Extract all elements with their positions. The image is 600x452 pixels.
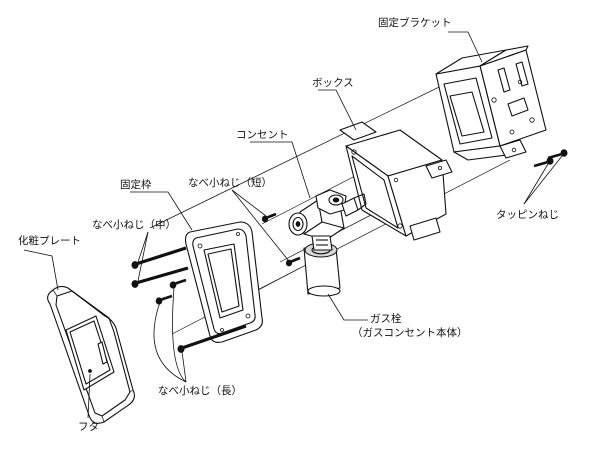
leader-lines: [23, 31, 563, 419]
label-gas-valve-sub: （ガスコンセント本体）: [352, 326, 468, 339]
label-screw-long: なべ小ねじ（長）: [158, 385, 242, 397]
pan-screw-small-1: [169, 278, 187, 289]
label-frame: 固定枠: [120, 178, 152, 191]
pan-screw-mid-1: [131, 246, 187, 269]
box: [339, 121, 453, 241]
label-outlet: コンセント: [236, 129, 289, 141]
tapping-screw-1: [533, 157, 554, 168]
fixing-frame: [184, 221, 263, 343]
label-lid: フタ: [78, 421, 99, 433]
pan-screw-short-2: [285, 256, 301, 267]
gas-outlet-body: [288, 189, 367, 297]
pan-screw-mid-2: [131, 266, 189, 288]
label-screw-short: なべ小ねじ（短）: [188, 176, 272, 189]
label-screw-mid: なべ小ねじ（中）: [92, 218, 176, 231]
pan-screw-small-2: [155, 294, 173, 305]
label-tapping-screw: タッピンねじ: [496, 209, 559, 221]
lid: [65, 315, 115, 391]
pan-screw-long: [177, 324, 247, 353]
tapping-screw-2: [547, 149, 568, 160]
label-bracket: 固定ブラケット: [378, 16, 452, 29]
labels: 固定ブラケット ボックス コンセント 固定枠 なべ小ねじ（短） なべ小ねじ（中）…: [18, 16, 559, 433]
pan-screw-short-1: [261, 212, 277, 223]
label-gas-valve: ガス栓: [370, 312, 402, 325]
label-plate: 化粧プレート: [18, 234, 81, 247]
label-box: ボックス: [312, 77, 354, 89]
fixing-bracket: [435, 45, 547, 161]
